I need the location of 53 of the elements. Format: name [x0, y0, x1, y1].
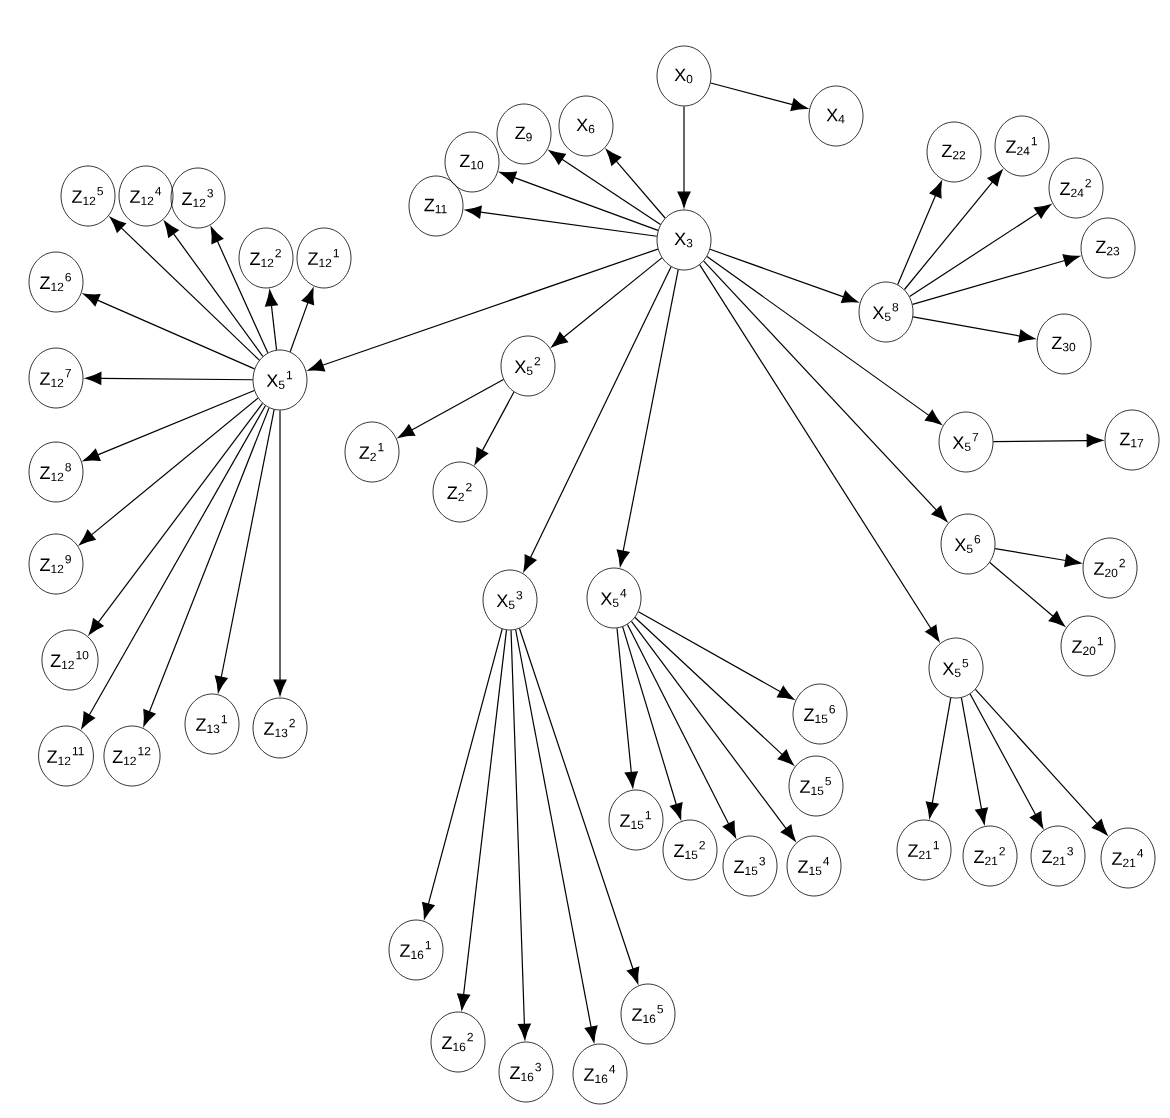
arrow	[457, 629, 508, 1011]
arrow	[703, 260, 948, 522]
arrow	[960, 697, 988, 825]
arrow	[616, 269, 679, 567]
arrow	[903, 169, 1003, 291]
arrow	[79, 397, 259, 545]
arrow	[634, 616, 794, 766]
arrow	[523, 266, 672, 572]
arrow	[273, 409, 287, 696]
arrow	[551, 257, 663, 348]
arrow	[677, 105, 691, 208]
arrow	[422, 628, 503, 920]
arrow	[699, 264, 940, 642]
arrow	[210, 226, 269, 354]
arrow	[989, 561, 1066, 627]
arrow	[510, 629, 531, 1040]
arrow	[706, 255, 942, 425]
arrow	[974, 688, 1108, 836]
arrow	[548, 150, 662, 225]
arrow	[264, 289, 278, 351]
arrow	[398, 378, 505, 438]
arrow	[515, 629, 598, 1043]
arrow	[81, 405, 266, 729]
arrow	[307, 248, 659, 372]
arrow	[499, 171, 659, 232]
arrow	[622, 626, 683, 820]
arrow	[992, 434, 1103, 448]
arrow	[994, 548, 1082, 567]
arrow	[164, 221, 264, 357]
arrow	[518, 627, 640, 984]
arrow	[911, 254, 1080, 305]
arrow	[709, 248, 859, 304]
arrow	[85, 371, 254, 385]
arrow	[909, 204, 1051, 298]
arrow	[83, 293, 256, 370]
arrow	[897, 181, 942, 286]
arrow	[143, 407, 270, 727]
arrow	[630, 620, 796, 842]
arrow	[83, 389, 255, 462]
arrow	[616, 627, 638, 788]
arrow	[969, 693, 1044, 829]
arrow	[710, 82, 808, 111]
arrow	[214, 409, 275, 693]
arrow	[925, 697, 952, 819]
arrow	[912, 316, 1036, 343]
arrow	[289, 287, 315, 353]
arrow	[605, 149, 666, 219]
arrow	[474, 391, 515, 465]
arrow	[464, 205, 658, 237]
arrow	[88, 402, 264, 635]
arrow	[626, 623, 737, 838]
arrow	[109, 216, 260, 361]
arrow	[637, 611, 795, 700]
